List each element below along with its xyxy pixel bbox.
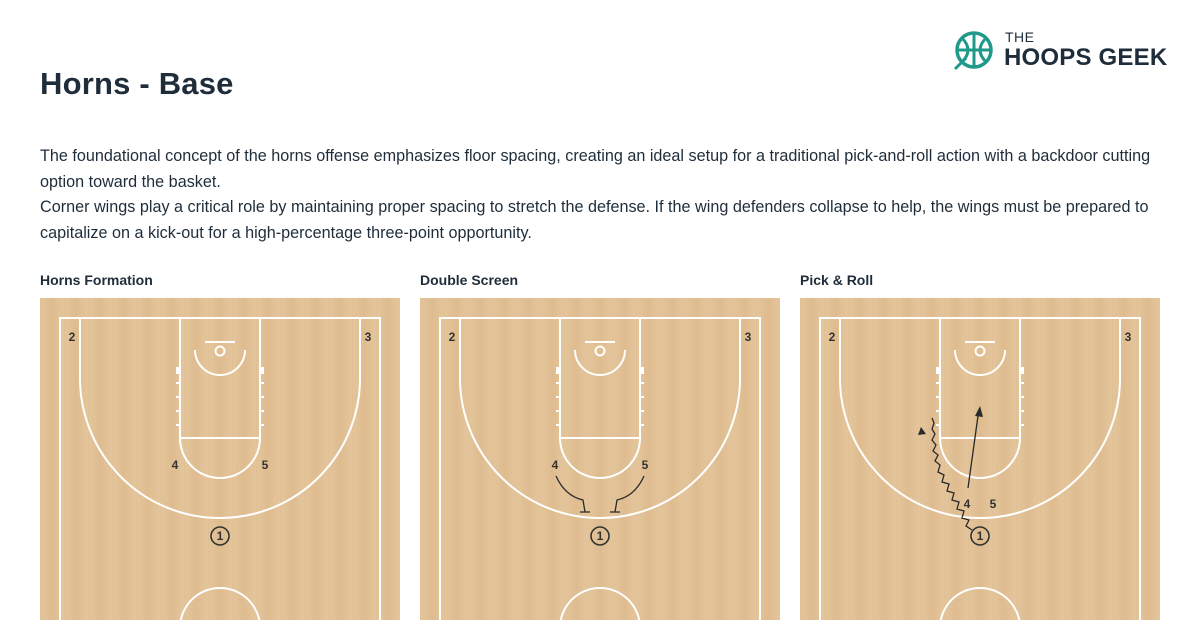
diagram-title: Horns Formation [40, 272, 153, 288]
player-2-label: 2 [449, 330, 456, 344]
player-4-label: 4 [964, 497, 971, 511]
player-4-label: 4 [552, 458, 559, 472]
screen-path-5 [614, 475, 645, 513]
logo-small-text: THE [1005, 29, 1035, 45]
court-lines [819, 317, 1141, 620]
basketball-logo-icon [953, 31, 993, 71]
player-1-label: 1 [977, 529, 984, 543]
court-diagram: 2 3 4 5 1 [800, 298, 1160, 620]
court-diagram: 2 3 4 5 1 [40, 298, 400, 620]
roll-path-4 [967, 415, 979, 489]
player-3-label: 3 [745, 330, 752, 344]
court-lines [439, 317, 761, 620]
diagram-title: Pick & Roll [800, 272, 874, 288]
court-lines [59, 317, 381, 620]
page-title: Horns - Base [40, 66, 234, 101]
description-paragraph: Corner wings play a critical role by mai… [40, 198, 1149, 242]
player-5-label: 5 [990, 497, 997, 511]
lane-marks [936, 367, 1024, 426]
screen-path-4 [555, 475, 586, 513]
player-1-marker [590, 526, 610, 546]
player-5-label: 5 [642, 458, 649, 472]
player-3-label: 3 [1125, 330, 1132, 344]
player-1-marker [970, 526, 990, 546]
player-1-marker [210, 526, 230, 546]
player-2-label: 2 [829, 330, 836, 344]
player-1-label: 1 [597, 529, 604, 543]
diagram-title: Double Screen [420, 272, 519, 288]
description: The foundational concept of the horns of… [40, 144, 1160, 246]
player-4-label: 4 [172, 458, 179, 472]
diagram-panel-pick-and-roll: Pick & Roll 2 3 4 [800, 270, 1160, 620]
roll-arrow-head [975, 406, 983, 417]
diagram-panel-horns-formation: Horns Formation [40, 270, 400, 620]
logo-big-text: HOOPS GEEK [1004, 44, 1168, 71]
player-3-label: 3 [365, 330, 372, 344]
court-floor [40, 298, 400, 620]
dribble-path-1 [931, 417, 973, 531]
court-diagram: 2 3 4 5 1 [420, 298, 780, 620]
lane-marks [556, 367, 644, 426]
diagram-panel-double-screen: Double Screen 2 3 4 5 [420, 270, 780, 620]
court-floor [800, 298, 1160, 620]
court-floor [420, 298, 780, 620]
player-2-label: 2 [69, 330, 76, 344]
logo[interactable]: THE HOOPS GEEK [952, 28, 1167, 72]
player-1-label: 1 [217, 529, 224, 543]
dribble-arrow-head [918, 427, 926, 435]
player-5-label: 5 [262, 458, 269, 472]
lane-marks [176, 367, 264, 426]
description-paragraph: The foundational concept of the horns of… [40, 147, 1151, 191]
